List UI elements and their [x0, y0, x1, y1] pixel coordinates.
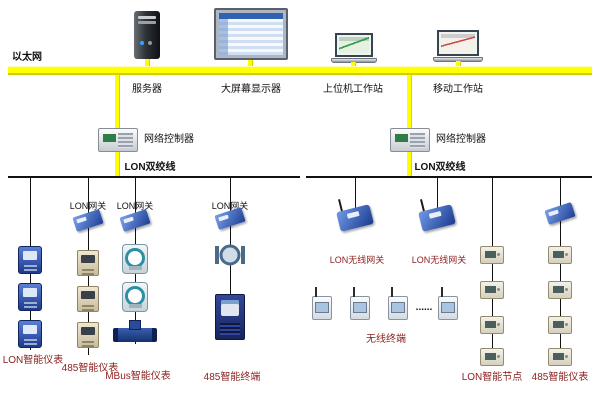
connector-line: [456, 61, 461, 67]
flow-meter-icon: [113, 328, 157, 342]
lon-meter-icon: [18, 320, 42, 348]
host-workstation-icon: [331, 33, 377, 63]
inverter-icon: [215, 294, 245, 340]
ethernet-label: 以太网: [12, 52, 42, 63]
connector-line: [248, 60, 253, 67]
lon-gateway-label: LON网关: [116, 201, 154, 211]
valve-icon: [215, 244, 245, 266]
lon-node-icon: [480, 281, 504, 299]
wireless-gateway-icon: [336, 204, 374, 232]
category-label-lon-meters: LON智能仪表: [2, 355, 64, 366]
bus-drop-line: [560, 178, 561, 366]
lon-meter-icon: [18, 246, 42, 274]
wireless-terminal-icon: [438, 287, 458, 320]
display-monitor-icon: [214, 8, 288, 60]
wireless-terminal-icon: [312, 287, 332, 320]
bus-drop-line: [492, 178, 493, 366]
category-label-lon-nodes: LON智能节点: [461, 372, 523, 383]
lon-node-icon: [480, 316, 504, 334]
bus-drop-line: [355, 178, 356, 210]
lon-bus-label: LON双绞线: [124, 162, 176, 173]
host-workstation-label: 上位机工作站: [323, 84, 383, 95]
connector-line: [407, 75, 412, 128]
display-label: 大屏幕显示器: [221, 84, 281, 95]
lon-bus-line: [8, 176, 300, 178]
mobile-workstation-icon: [433, 30, 483, 62]
network-controller-icon: [98, 128, 138, 152]
category-label-wireless-terminals: 无线终端: [366, 334, 406, 345]
rs485-meter-icon: [77, 250, 99, 276]
wireless-terminal-icon: [388, 287, 408, 320]
rs485-panel-icon: [548, 316, 572, 334]
wireless-gateway-label: LON无线网关: [329, 255, 385, 265]
lon-node-icon: [480, 348, 504, 366]
lon-bus-label: LON双绞线: [414, 162, 466, 173]
network-controller-icon: [390, 128, 430, 152]
wireless-terminal-icon: [350, 287, 370, 320]
mbus-meter-icon: [122, 282, 148, 312]
mobile-workstation-label: 移动工作站: [433, 84, 483, 95]
connector-line: [407, 152, 412, 176]
server-icon: [134, 11, 160, 59]
wireless-gateway-icon: [418, 204, 456, 232]
rs485-panel-icon: [548, 348, 572, 366]
category-label-rs485-meters-right: 485智能仪表: [531, 372, 589, 383]
bus-drop-line: [437, 178, 438, 210]
lon-node-icon: [480, 246, 504, 264]
rs485-meter-icon: [77, 322, 99, 348]
laptop-screen: [437, 30, 479, 56]
mbus-meter-icon: [122, 244, 148, 274]
lon-gateway-label: LON网关: [211, 201, 249, 211]
ellipsis: ......: [415, 302, 433, 313]
lon-gateway-label: LON网关: [69, 201, 107, 211]
lon-meter-icon: [18, 283, 42, 311]
connector-line: [115, 152, 120, 176]
rs485-panel-icon: [548, 281, 572, 299]
lon-bus-line: [306, 176, 592, 178]
network-controller-label: 网络控制器: [436, 134, 486, 145]
wireless-gateway-label: LON无线网关: [411, 255, 467, 265]
connector-line: [351, 62, 356, 67]
category-label-rs485-terminals: 485智能终端: [203, 372, 261, 383]
connector-line: [115, 75, 120, 128]
category-label-rs485-meters: 485智能仪表: [61, 363, 119, 374]
network-controller-label: 网络控制器: [144, 134, 194, 145]
rs485-meter-icon: [77, 286, 99, 312]
ethernet-bus-line: [8, 66, 592, 75]
rs485-panel-icon: [548, 246, 572, 264]
laptop-screen: [335, 33, 373, 57]
connector-line: [145, 59, 150, 67]
server-label: 服务器: [132, 84, 162, 95]
category-label-mbus-meters: MBus智能仪表: [105, 371, 171, 382]
